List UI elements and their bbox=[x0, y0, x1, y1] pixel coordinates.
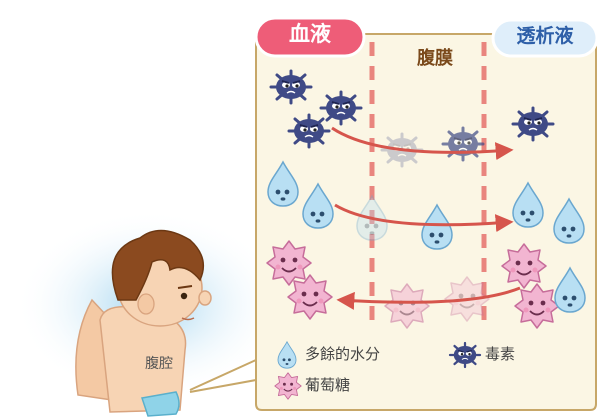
peritoneum-label: 腹膜 bbox=[417, 48, 453, 69]
legend-glucose-icon bbox=[274, 372, 302, 400]
glucose-faded-icon bbox=[384, 283, 430, 329]
glucose-icon bbox=[266, 240, 312, 286]
dialysate-label-bg bbox=[491, 18, 599, 58]
blood-label: 血液 bbox=[289, 22, 331, 46]
toxin-arrow bbox=[331, 126, 514, 161]
glucose-icon bbox=[501, 243, 547, 289]
blood-label-bg bbox=[254, 16, 366, 58]
toxin-icon bbox=[319, 90, 363, 126]
legend-toxin-label: 毒素 bbox=[485, 345, 516, 363]
legend-water-label: 多餘的水分 bbox=[305, 345, 381, 363]
callout-connector bbox=[189, 359, 257, 393]
toxin-icon bbox=[511, 106, 555, 142]
legend-toxin-icon bbox=[448, 341, 482, 369]
peritoneal-cavity-label: 腹腔 bbox=[145, 356, 173, 372]
toxin-icon bbox=[287, 113, 331, 149]
glucose-icon bbox=[287, 274, 333, 320]
toxin-icon bbox=[269, 69, 313, 105]
legend-glucose-label: 葡萄糖 bbox=[305, 376, 351, 394]
water-arrow bbox=[334, 203, 514, 233]
glucose-icon bbox=[514, 283, 560, 329]
dialysate-label: 透析液 bbox=[516, 25, 574, 47]
toxin-icon bbox=[441, 126, 485, 162]
glucose-arrow bbox=[336, 286, 521, 310]
child-illustration bbox=[75, 229, 212, 417]
